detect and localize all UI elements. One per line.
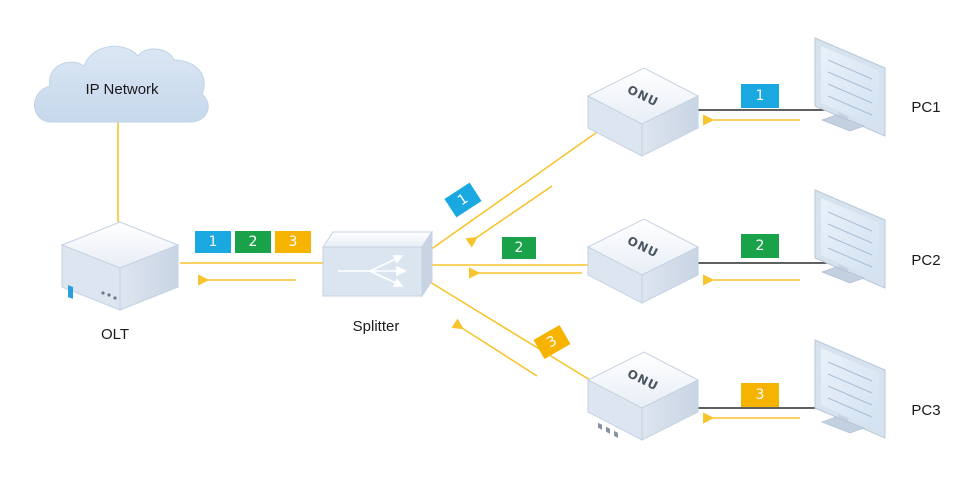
packet-3-olt-label: 3 xyxy=(289,234,298,250)
olt-packet-group: 1 2 3 xyxy=(195,231,311,253)
packet-2-pc: 2 xyxy=(741,234,779,258)
cloud-icon xyxy=(34,45,209,123)
arrow-onu1 xyxy=(465,185,553,248)
onu-device-icon: ONU xyxy=(586,351,700,441)
fiber-lines xyxy=(117,122,601,381)
packet-1-downstream: 1 xyxy=(444,182,482,218)
packet-2-olt-label: 2 xyxy=(249,234,258,250)
packet-1-pc: 1 xyxy=(741,84,779,108)
packet-1-olt xyxy=(195,231,231,253)
olt-label: OLT xyxy=(101,326,129,343)
olt-device-icon xyxy=(60,221,180,311)
monitor-icon xyxy=(814,189,886,289)
splitter-onu3-link xyxy=(429,281,591,381)
cloud-label: IP Network xyxy=(85,81,159,98)
onu-device-icon: ONU xyxy=(586,67,700,438)
packet-1-olt-label: 1 xyxy=(209,234,218,250)
splitter-onu1-link xyxy=(429,129,601,251)
packet-2-upstream: 2 xyxy=(502,237,536,259)
packet-3-olt xyxy=(275,231,311,253)
pc1-label: PC1 xyxy=(911,99,940,116)
packet-3-downstream: 3 xyxy=(533,324,571,360)
pc2-label: PC2 xyxy=(911,252,940,269)
packet-2-pc-label: 2 xyxy=(756,238,765,254)
packet-2-upstream-label: 2 xyxy=(515,240,524,256)
upstream-arrows xyxy=(198,114,800,424)
packet-1-pc-label: 1 xyxy=(756,88,765,104)
packet-3-pc: 3 xyxy=(741,383,779,407)
monitor-icon xyxy=(814,339,886,439)
packet-2-olt xyxy=(235,231,271,253)
splitter-label: Splitter xyxy=(353,318,400,335)
splitter-device-icon xyxy=(322,230,433,298)
pc3-label: PC3 xyxy=(911,402,940,419)
packet-3-pc-label: 3 xyxy=(756,387,765,403)
onu-device-icon: ONU xyxy=(586,218,700,304)
monitor-icon xyxy=(814,37,886,137)
arrow-onu3 xyxy=(451,318,538,377)
